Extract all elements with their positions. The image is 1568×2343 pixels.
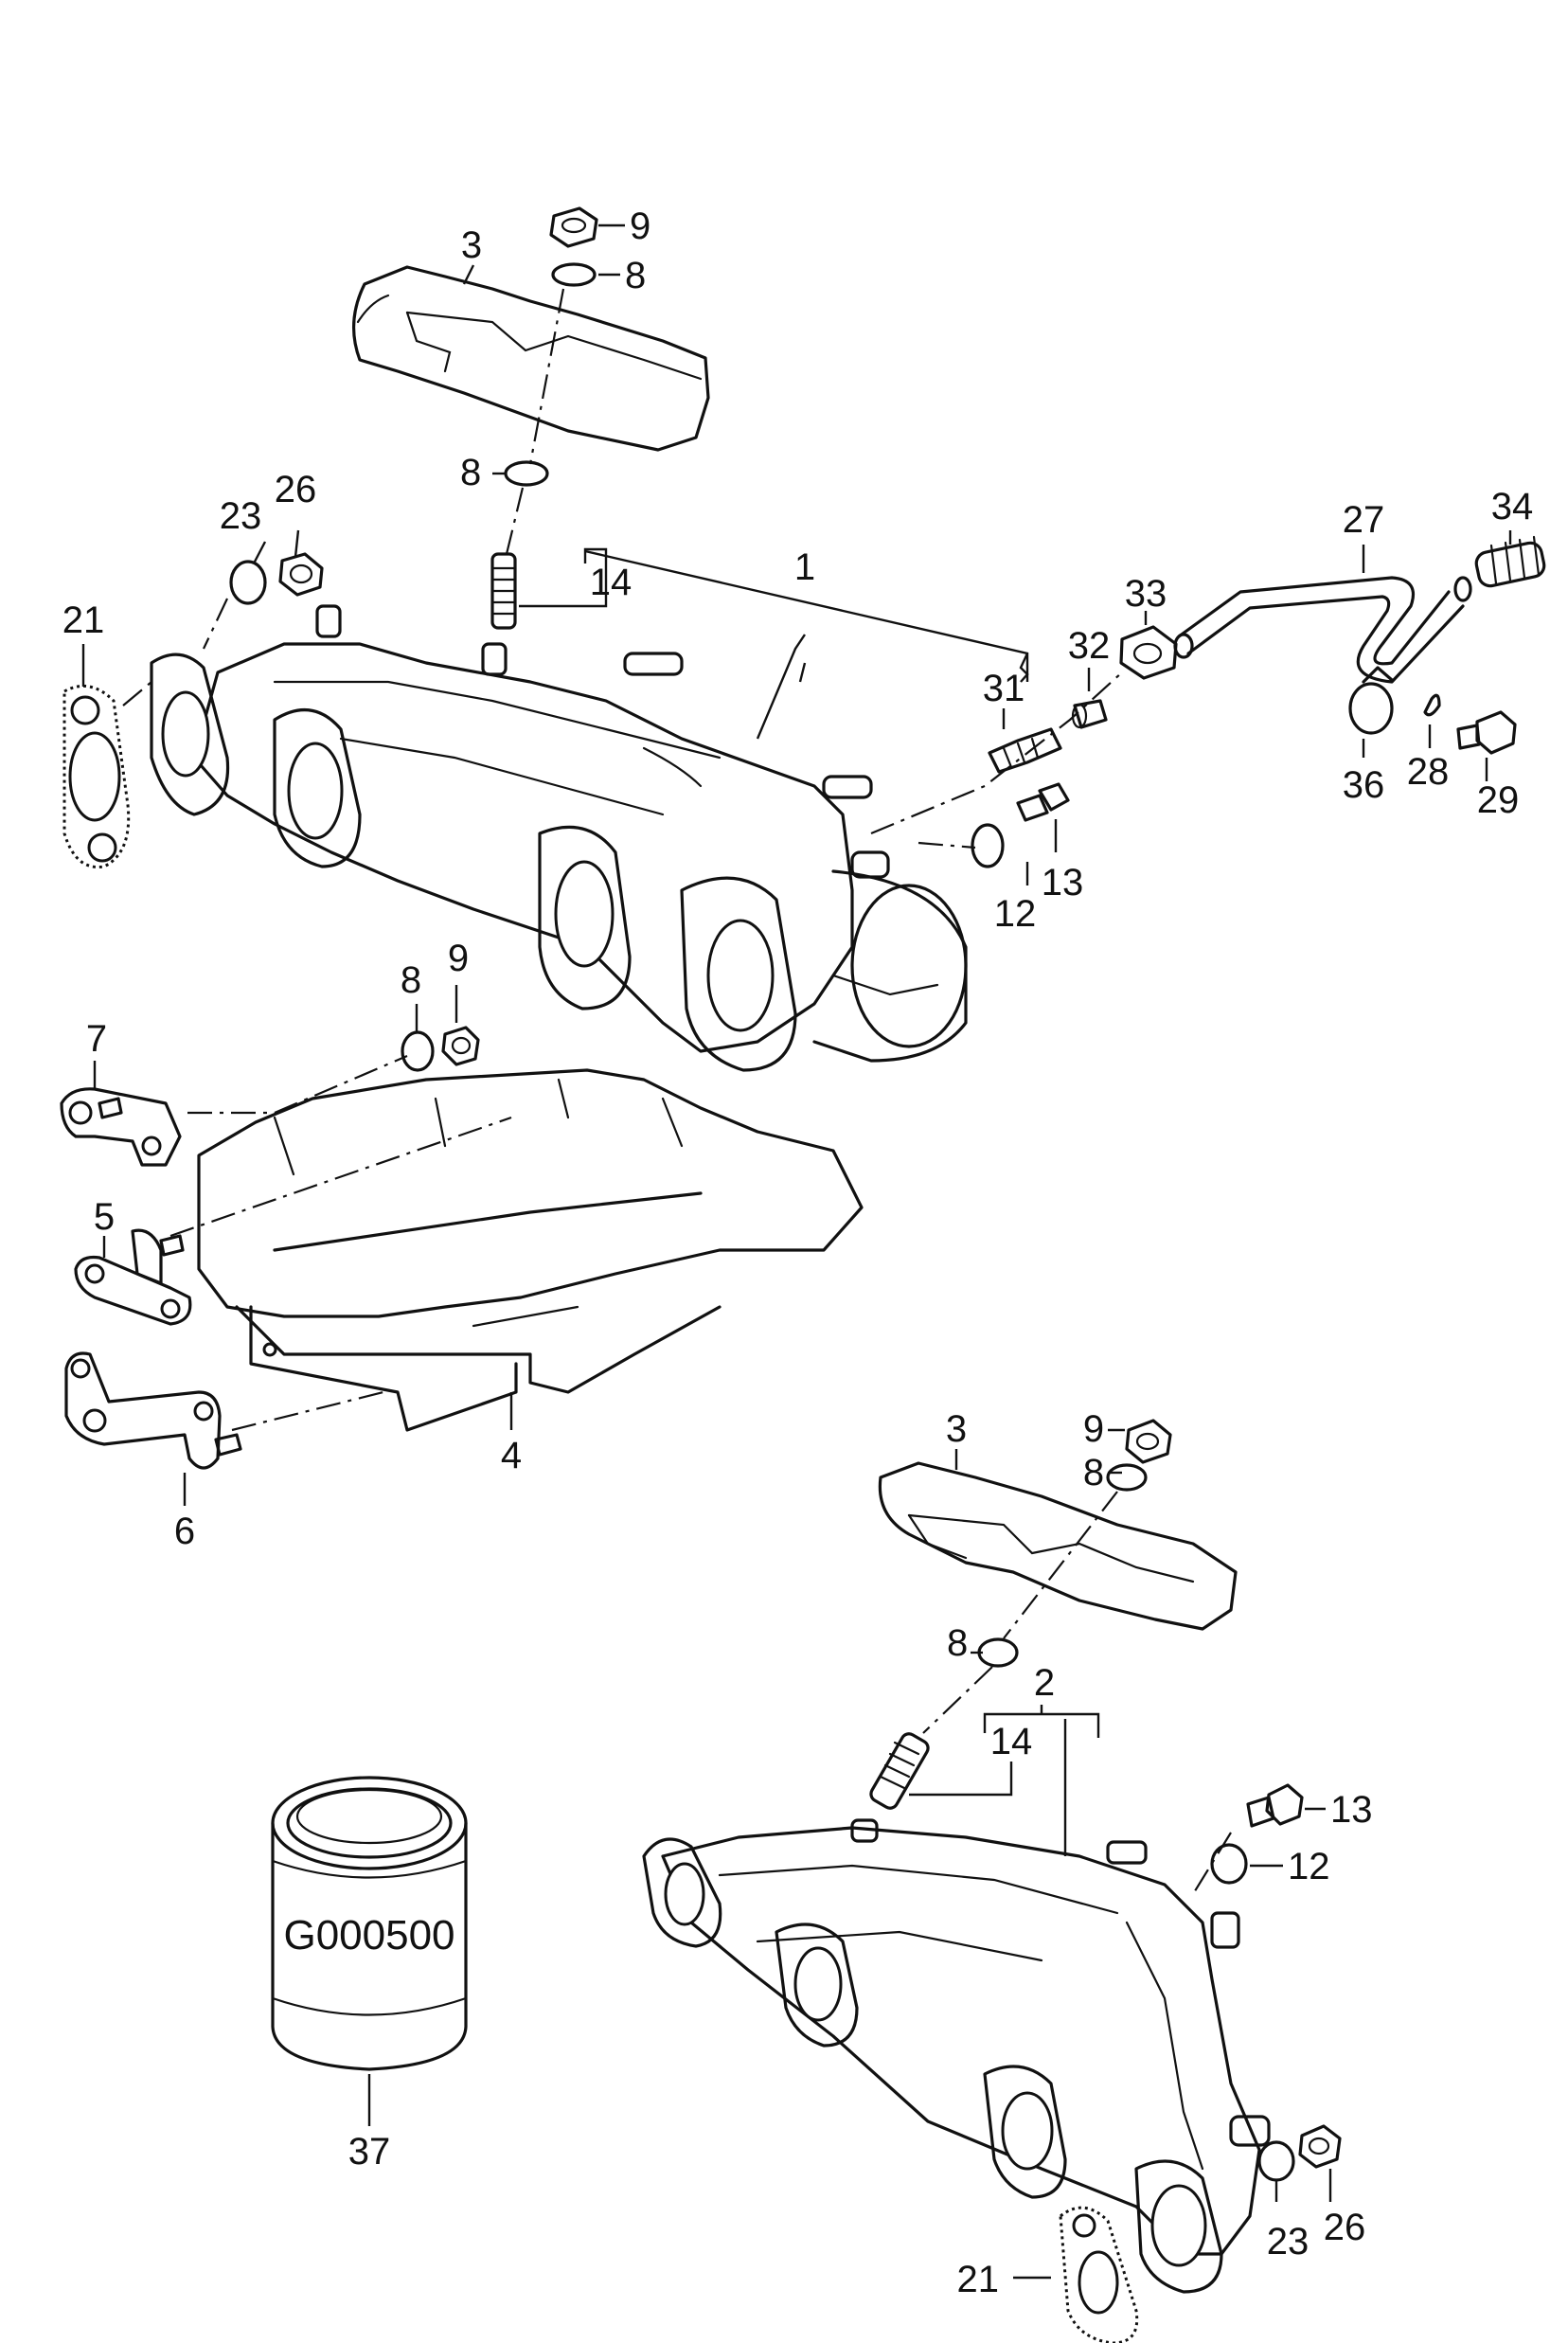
heat-shield-lower [878, 1461, 1238, 1631]
gasket-21-lower [1059, 2206, 1139, 2343]
callout-4: 4 [501, 1435, 522, 1476]
washer-8-middle [401, 1030, 435, 1072]
callout-28: 28 [1407, 751, 1450, 793]
pipe-27 [1173, 576, 1465, 684]
nut-9-middle [441, 1026, 480, 1066]
washer-8-top-a [551, 262, 597, 287]
callout-8-lower-a: 8 [1083, 1452, 1104, 1493]
fitting-31 [988, 727, 1062, 774]
leader-lines [81, 224, 1512, 2280]
fitting-32 [1071, 699, 1108, 729]
callout-29: 29 [1477, 779, 1520, 821]
bracket-5 [74, 1228, 192, 1326]
clip-28 [1423, 693, 1441, 717]
nut-26-lower [1298, 2124, 1342, 2169]
callout-1: 1 [794, 546, 815, 588]
washer-23-lower [1257, 2140, 1295, 2182]
callout-12-upper: 12 [994, 893, 1037, 935]
nut-9-lower [1125, 1419, 1172, 1464]
callout-3-top: 3 [461, 224, 482, 266]
heat-shield-middle [197, 1068, 864, 1432]
callout-9-lower: 9 [1083, 1408, 1104, 1450]
callout-9-middle: 9 [448, 938, 469, 979]
callout-14-upper: 14 [590, 562, 633, 603]
callout-8-top-a: 8 [625, 255, 646, 296]
callout-33: 33 [1125, 573, 1167, 615]
callout-32: 32 [1068, 625, 1111, 667]
callout-21-upper: 21 [62, 599, 105, 641]
bracket-7 [60, 1087, 182, 1167]
callout-34: 34 [1491, 486, 1534, 528]
callout-13-lower: 13 [1330, 1789, 1373, 1831]
callout-36: 36 [1343, 764, 1385, 806]
callout-9-top: 9 [630, 206, 650, 247]
canister-label: G000500 [283, 1912, 454, 1958]
exhaust-manifold-lower [642, 1818, 1271, 2294]
washer-8-lower-b [977, 1637, 1019, 1668]
washer-8-top-b [504, 460, 549, 487]
nut-26-upper [278, 552, 324, 597]
washer-12-upper [971, 823, 1005, 868]
callout-26-upper: 26 [275, 469, 317, 510]
nut-9-top [549, 206, 598, 248]
callout-21-lower: 21 [957, 2259, 1000, 2300]
callout-14-lower: 14 [990, 1721, 1033, 1762]
bolt-29 [1456, 710, 1517, 755]
nut-33 [1119, 625, 1178, 680]
gasket-21-upper [62, 684, 131, 869]
callout-8-middle: 8 [401, 959, 421, 1001]
callout-27: 27 [1343, 499, 1385, 541]
stud-14-upper [490, 552, 517, 630]
callout-8-lower-b: 8 [947, 1622, 968, 1664]
fitting-34 [1453, 535, 1546, 602]
stud-14-lower [869, 1732, 930, 1810]
plug-13-upper [1016, 782, 1070, 822]
washer-23-upper [229, 560, 267, 605]
callout-3-lower: 3 [946, 1408, 967, 1450]
callout-2: 2 [1034, 1662, 1055, 1704]
callout-numbers: 3 9 8 8 23 26 1 14 21 27 34 33 32 31 36 … [62, 206, 1534, 2300]
callout-8-top-b: 8 [460, 452, 481, 493]
plug-13-lower [1246, 1783, 1304, 1828]
exhaust-manifold-upper [150, 604, 968, 1072]
callout-23-lower: 23 [1267, 2221, 1310, 2263]
bracket-6 [64, 1351, 242, 1470]
heat-shield-upper [352, 265, 710, 452]
washer-12-lower [1210, 1843, 1248, 1885]
callout-7: 7 [86, 1018, 107, 1060]
callout-5: 5 [94, 1196, 115, 1238]
callout-31: 31 [983, 668, 1025, 709]
callout-13-upper: 13 [1042, 862, 1084, 903]
sealant-canister-37: G000500 [271, 1776, 468, 2071]
callout-23-upper: 23 [220, 495, 262, 537]
callout-6: 6 [174, 1511, 195, 1552]
callout-26-lower: 26 [1324, 2207, 1366, 2248]
callout-37: 37 [348, 2131, 391, 2173]
washer-8-lower-a [1106, 1463, 1148, 1492]
callout-12-lower: 12 [1288, 1846, 1330, 1887]
clamp-36 [1348, 666, 1394, 735]
